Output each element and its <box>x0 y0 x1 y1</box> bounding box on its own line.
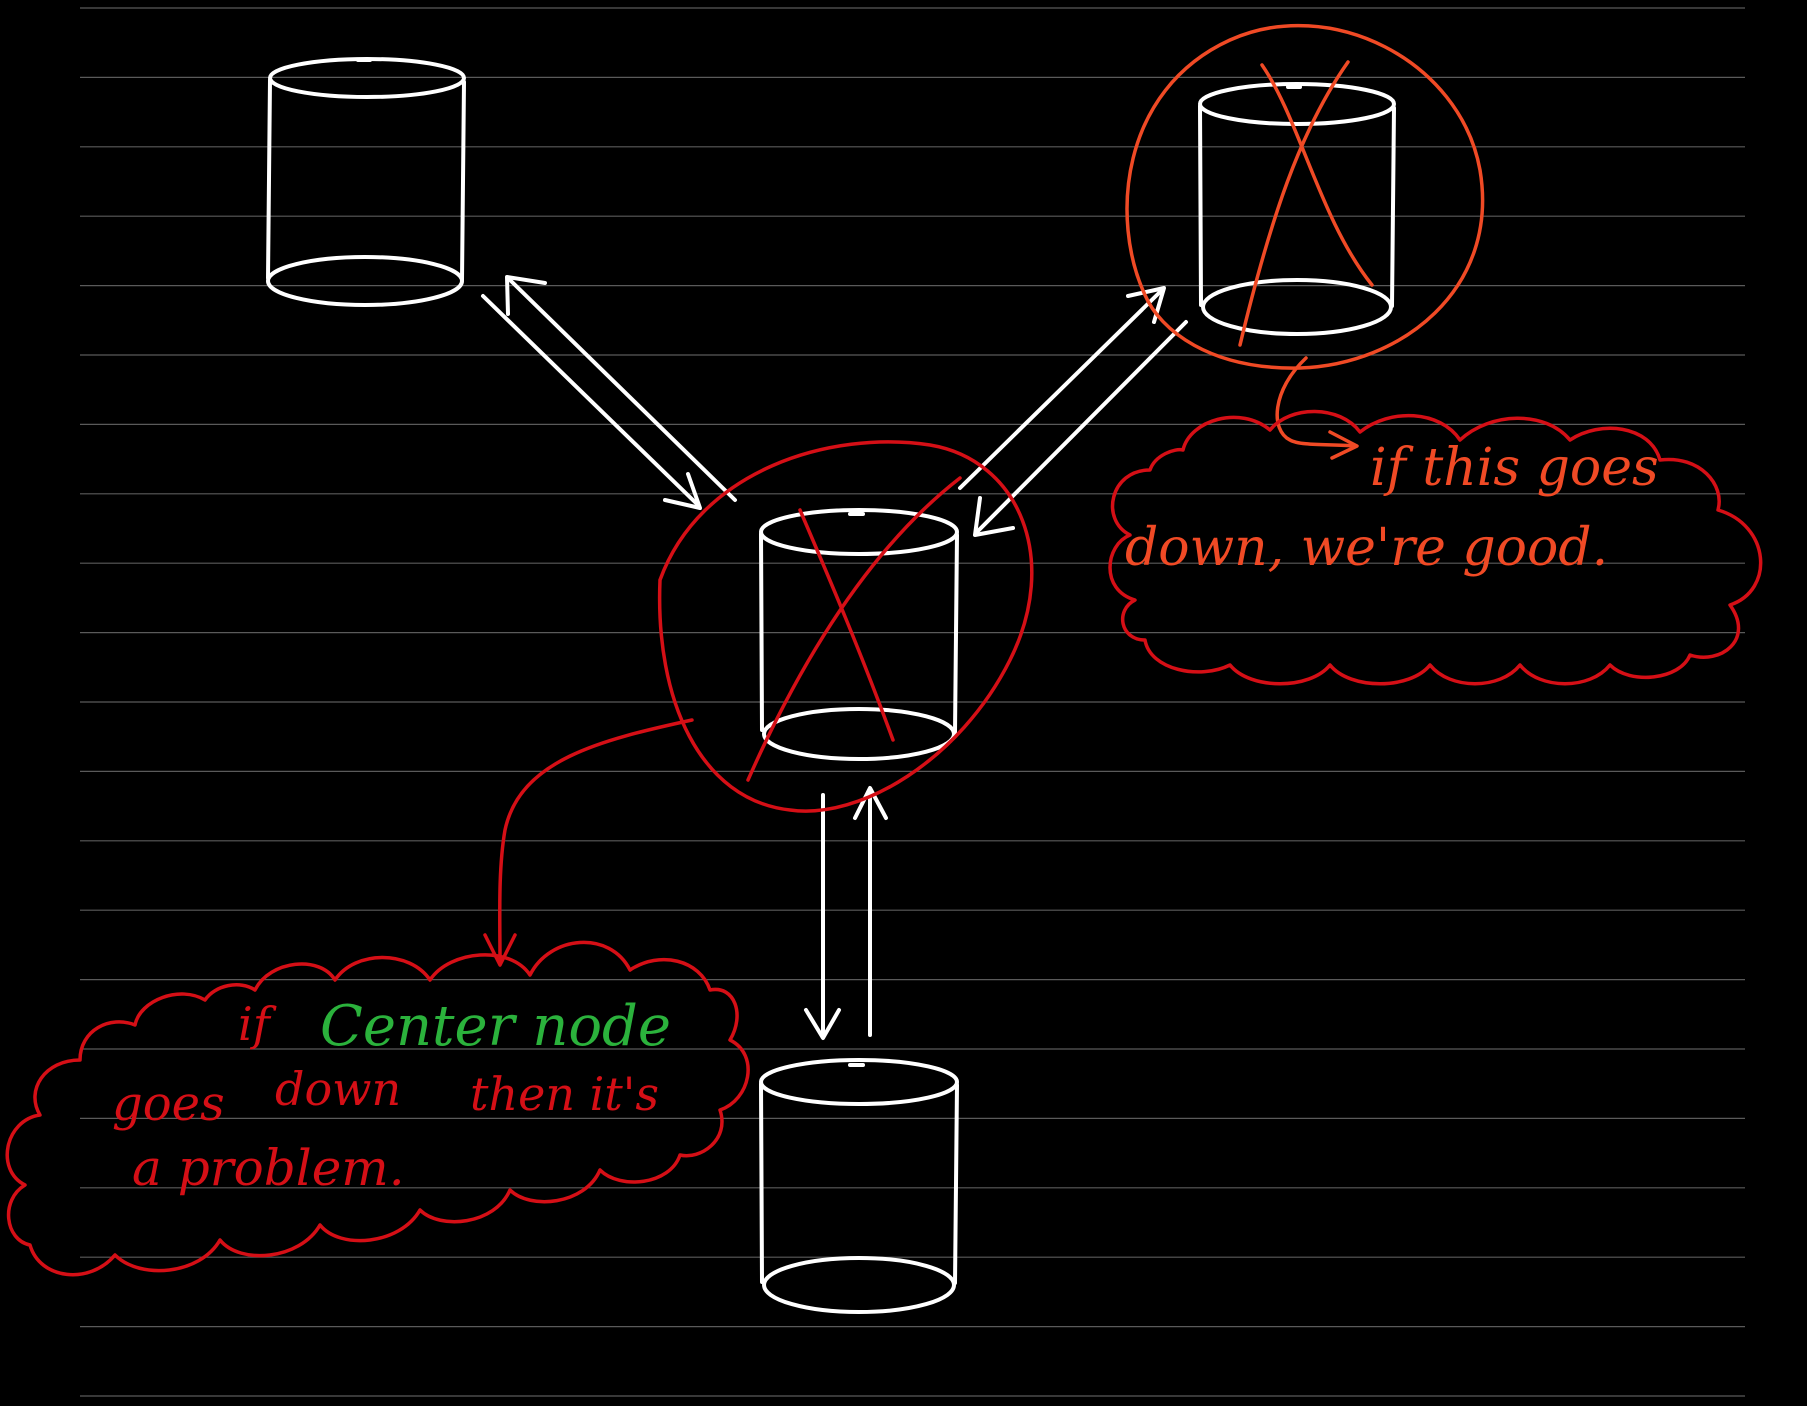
arrow-center-to-bottom <box>804 793 841 1040</box>
note-left-down: down <box>275 1062 401 1116</box>
arrow-top-right-to-center <box>973 320 1188 537</box>
cross-mark-center <box>746 476 962 782</box>
cloud-right <box>1108 409 1763 686</box>
database-bottom <box>759 1058 959 1314</box>
note-left-if: if <box>238 997 277 1051</box>
note-left-line3: a problem. <box>132 1139 405 1197</box>
arrow-center-to-top-right <box>958 286 1166 490</box>
arrow-bottom-to-center <box>853 786 888 1037</box>
failure-circle-center <box>657 440 1034 813</box>
database-center <box>759 508 959 761</box>
cloud-left <box>5 940 750 1277</box>
note-right-line1: if this goes <box>1370 438 1659 498</box>
database-top-right <box>1198 82 1396 336</box>
note-left-goes: goes <box>112 1076 225 1132</box>
arrow-center-to-top-left <box>505 275 737 502</box>
failure-circle-top-right <box>1125 23 1485 370</box>
database-top-left <box>266 57 466 307</box>
note-left-center-node: Center node <box>320 994 671 1059</box>
cross-mark-top-right <box>1238 60 1374 347</box>
callout-arrow-left <box>483 718 694 967</box>
note-left-then-its: then it's <box>470 1067 659 1121</box>
note-right-line2: down, we're good. <box>1125 518 1608 578</box>
ruled-lines <box>80 7 1745 1397</box>
callout-arrow-right <box>1275 356 1359 460</box>
arrow-top-left-to-center <box>481 294 702 510</box>
